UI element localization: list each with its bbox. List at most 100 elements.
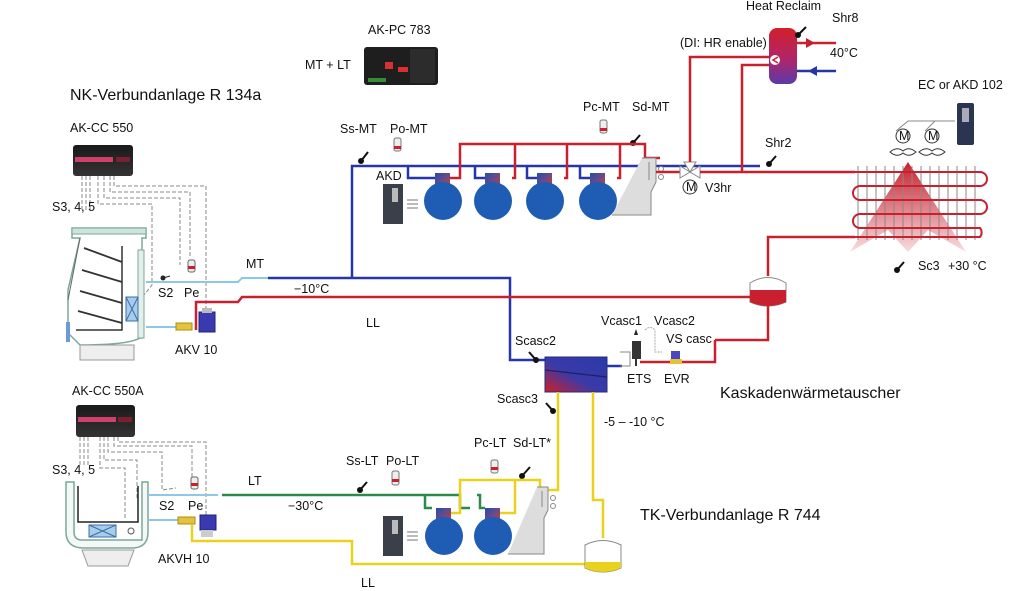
ets-label: ETS [627, 372, 651, 386]
mt-sd-label: Sd-MT [632, 100, 670, 114]
shr8-label: Shr8 [832, 11, 858, 25]
tk-sensor-wiring [79, 437, 207, 520]
nk-sensor-wiring [81, 176, 207, 318]
tk-freezer-cabinet [65, 481, 149, 567]
pack-controller-name: AK-PC 783 [368, 23, 431, 37]
lt-pc-transmitter [490, 459, 499, 474]
pack-controller-scope: MT + LT [305, 58, 351, 72]
vs-casc-label: VS casc [666, 332, 712, 346]
mt-akd-label: AKD [376, 169, 402, 183]
condenser-outlet-line [766, 235, 855, 276]
fan-drive-device [957, 103, 974, 145]
tk-controller-name: AK-CC 550A [72, 384, 144, 398]
mt-compressor-4 [579, 173, 617, 220]
cold-water-in-arrow [797, 66, 836, 76]
v3hr-label: V3hr [705, 181, 731, 195]
cascade-liquid-line [640, 340, 717, 364]
lt-ss-label: Ss-LT [346, 454, 379, 468]
scasc3-sensor [545, 402, 556, 414]
nk-pe-label: Pe [184, 286, 199, 300]
hx-to-lt-receiver [591, 392, 605, 538]
tk-system-title: TK-Verbundanlage R 744 [640, 507, 821, 524]
mt-compressors [424, 173, 617, 220]
vcasc1-label: Vcasc1 [601, 314, 642, 328]
sc3-sensor [894, 261, 905, 273]
nk-s2-label: S2 [158, 286, 173, 300]
mt-compressor-3 [526, 173, 564, 220]
nk-display-cabinet [66, 227, 147, 361]
mt-temp-label: −10°C [294, 282, 329, 296]
nk-evaporator-outlet-line [146, 277, 268, 283]
tk-ll-label: LL [361, 576, 375, 590]
mt-oil-separator [612, 157, 664, 216]
mt-suction-line [268, 276, 545, 362]
tk-sensors-label: S3, 4, 5 [52, 463, 95, 477]
lt-liquid-line [190, 525, 590, 566]
condenser-fan-motors [889, 128, 946, 156]
mt-discharge-header [450, 142, 660, 180]
nk-ll-label: LL [366, 316, 380, 330]
mt-po-transmitter [393, 137, 402, 152]
lt-sd-sensor [519, 466, 531, 479]
lt-temp-label: −30°C [288, 499, 323, 513]
mt-akd-drive [383, 184, 418, 224]
mt-ss-label: Ss-MT [340, 122, 377, 136]
pack-controller-device [364, 47, 438, 85]
vcasc2-label: Vcasc2 [654, 314, 695, 328]
tk-akvh-valve [177, 514, 217, 537]
heat-reclaim-tank [769, 28, 797, 84]
lt-discharge-header [450, 478, 542, 515]
nk-temp-sensor-s2 [160, 275, 171, 281]
fan-motor-1-label: M [899, 129, 909, 143]
cascade-heat-exchanger [544, 356, 608, 393]
scasc2-label: Scasc2 [515, 334, 556, 348]
condenser-coil [850, 162, 988, 252]
nk-valve-label: AKV 10 [175, 343, 217, 357]
mt-po-label: Po-MT [390, 122, 428, 136]
lt-po-label: Po-LT [386, 454, 419, 468]
nk-akv-valve [175, 308, 216, 333]
mt-compressor-1 [424, 173, 462, 220]
v3hr-motor-label: M [686, 180, 696, 194]
ets-valve [620, 329, 641, 367]
heat-reclaim-supply-line [688, 55, 773, 162]
lt-suction-line [222, 493, 470, 510]
mt-pc-transmitter [599, 119, 608, 134]
cascade-liquid-feed [715, 306, 770, 342]
lt-ss-sensor [357, 481, 368, 493]
tk-pe-label: Pe [188, 499, 203, 513]
lt-compressor-2 [474, 508, 512, 555]
fan-motor-2-label: M [928, 129, 938, 143]
heat-reclaim-return-line [740, 63, 773, 172]
fan-drive-label: EC or AKD 102 [918, 78, 1003, 92]
three-way-valve-v3hr [679, 161, 701, 195]
mt-rack-suction-header [350, 164, 760, 278]
tk-controller-device [76, 405, 135, 437]
lt-discharge-branch [500, 480, 517, 515]
vcasc2-valve [644, 327, 662, 353]
nk-pressure-transmitter-pe [187, 259, 196, 273]
shr2-label: Shr2 [765, 136, 791, 150]
fan-wiring [895, 120, 955, 132]
hot-water-out-arrow [797, 38, 836, 48]
mt-line-label: MT [246, 257, 264, 271]
lt-oil-separator [508, 486, 556, 555]
nk-system-title: NK-Verbundanlage R 134a [70, 87, 261, 104]
sc3-label: Sc3 [918, 259, 940, 273]
shr2-sensor [766, 155, 777, 167]
condenser-temp: +30 °C [948, 259, 987, 273]
nk-controller-device [73, 145, 133, 176]
lt-compressor-suction [423, 493, 485, 510]
mt-compressor-connections [406, 144, 622, 180]
lt-line-label: LT [248, 474, 262, 488]
shr8-sensor [795, 26, 807, 38]
lt-sd-label: Sd-LT* [513, 436, 551, 450]
mt-ss-sensor [358, 151, 369, 164]
lt-po-transmitter [391, 470, 400, 486]
tk-pressure-transmitter-pe [190, 476, 199, 490]
lt-drive [383, 516, 418, 556]
lt-compressors [425, 508, 512, 555]
cascade-temp: -5 – -10 °C [604, 415, 665, 429]
evr-solenoid-valve [670, 351, 682, 364]
